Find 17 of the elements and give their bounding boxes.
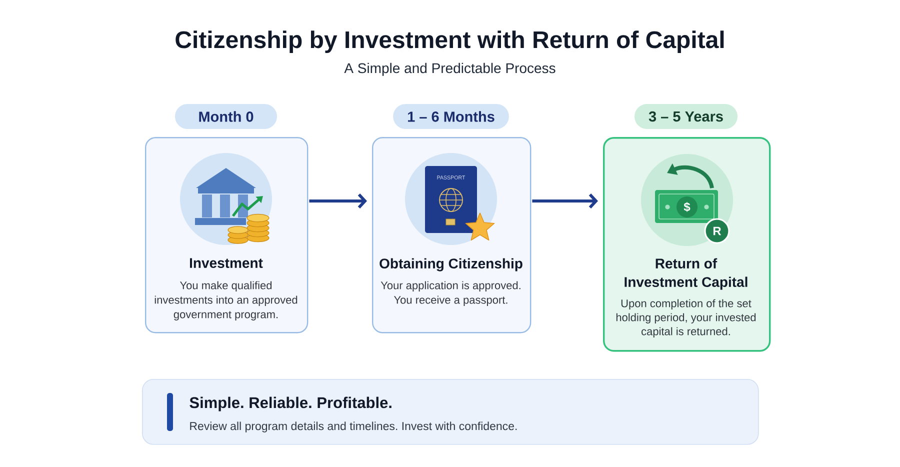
subtitle: A Simple and Predictable Process (344, 62, 556, 76)
arrow (309, 193, 367, 209)
card-text: You make qualified investments into an approved government program. (154, 281, 298, 320)
arrow (532, 193, 598, 209)
card-title: Investment (190, 258, 263, 268)
card-text: Your application is approved. You receive a passport. (380, 281, 520, 306)
title: Citizenship by Investment with Return of Capital (176, 30, 724, 53)
card-title: Obtaining Citizenship (380, 258, 522, 272)
duration-pill: Month 0 (175, 104, 277, 129)
banner-text: Review all program details and timelines. Invest with confidence. (190, 422, 517, 432)
card-text: Upon completion of the set holding period, your invested capital is returned. (616, 299, 756, 338)
card-title: Return of Investment Capital (624, 258, 748, 290)
currency-sign: $ (684, 202, 690, 212)
duration-pill: 1 – 6 Months (393, 104, 509, 129)
banner-title: Simple. Reliable. Profitable. (190, 396, 392, 412)
duration-pill: 3 – 5 Years (634, 104, 738, 129)
badge-letter: R (713, 226, 722, 236)
